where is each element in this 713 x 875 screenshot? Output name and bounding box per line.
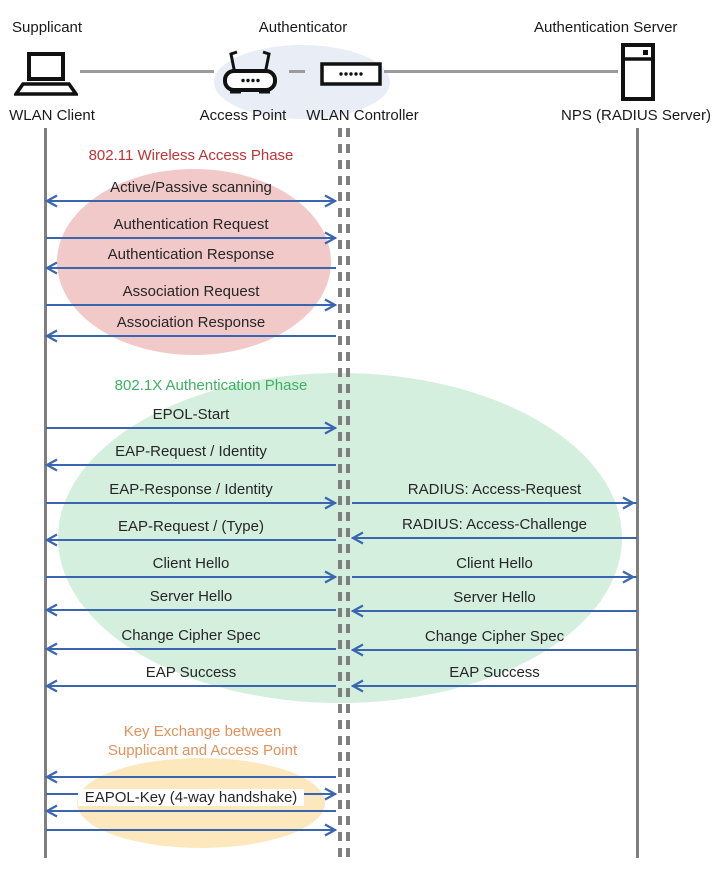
lifeline-wlan-client — [44, 128, 47, 858]
message-label: Authentication Response — [107, 246, 275, 263]
connector-client-ap — [80, 70, 214, 73]
device-nps-server: NPS (RADIUS Server) — [560, 107, 712, 124]
phase2-title: 802.1X Authentication Phase — [114, 377, 308, 394]
message-label: Server Hello — [453, 589, 536, 606]
message-label: EAP-Request / (Type) — [118, 518, 264, 535]
message-label: Active/Passive scanning — [110, 179, 272, 196]
lifeline-radius-server — [636, 128, 639, 858]
message-label: EAP Success — [145, 664, 237, 681]
message-label: Change Cipher Spec — [121, 627, 261, 644]
message-label: RADIUS: Access-Request — [407, 481, 582, 498]
message-label: Client Hello — [152, 555, 230, 572]
message-label: EAP-Request / Identity — [115, 443, 267, 460]
connector-ap-controller — [289, 70, 305, 73]
message-label: EAP-Response / Identity — [109, 481, 273, 498]
message-label: Client Hello — [456, 555, 533, 572]
message-label: Authentication Request — [113, 216, 269, 233]
message-label: Server Hello — [149, 588, 233, 605]
message-label: EAPOL-Key (4-way handshake) — [46, 789, 336, 806]
wlan-controller-icon — [320, 62, 382, 91]
phase1-title: 802.11 Wireless Access Phase — [88, 147, 294, 164]
message-label: EPOL-Start — [152, 406, 230, 423]
device-wlan-client: WLAN Client — [9, 107, 95, 124]
server-icon — [621, 43, 655, 106]
role-auth-server: Authentication Server — [534, 19, 678, 36]
device-access-point: Access Point — [199, 107, 287, 124]
lifeline-authenticator-left — [338, 128, 342, 864]
phase3-title: Key Exchange between Supplicant and Acce… — [107, 723, 298, 759]
access-point-icon — [221, 50, 279, 101]
message-label: RADIUS: Access-Challenge — [401, 516, 588, 533]
connector-controller-server — [384, 70, 618, 73]
role-authenticator: Authenticator — [258, 19, 348, 36]
message-label: Association Request — [122, 283, 260, 300]
laptop-icon — [12, 52, 80, 105]
message-label: EAP Success — [449, 664, 540, 681]
lifeline-authenticator-right — [346, 128, 350, 864]
message-label: Change Cipher Spec — [424, 628, 565, 645]
role-supplicant: Supplicant — [12, 19, 83, 36]
message-label: Association Response — [116, 314, 266, 331]
device-wlan-controller: WLAN Controller — [306, 107, 419, 124]
